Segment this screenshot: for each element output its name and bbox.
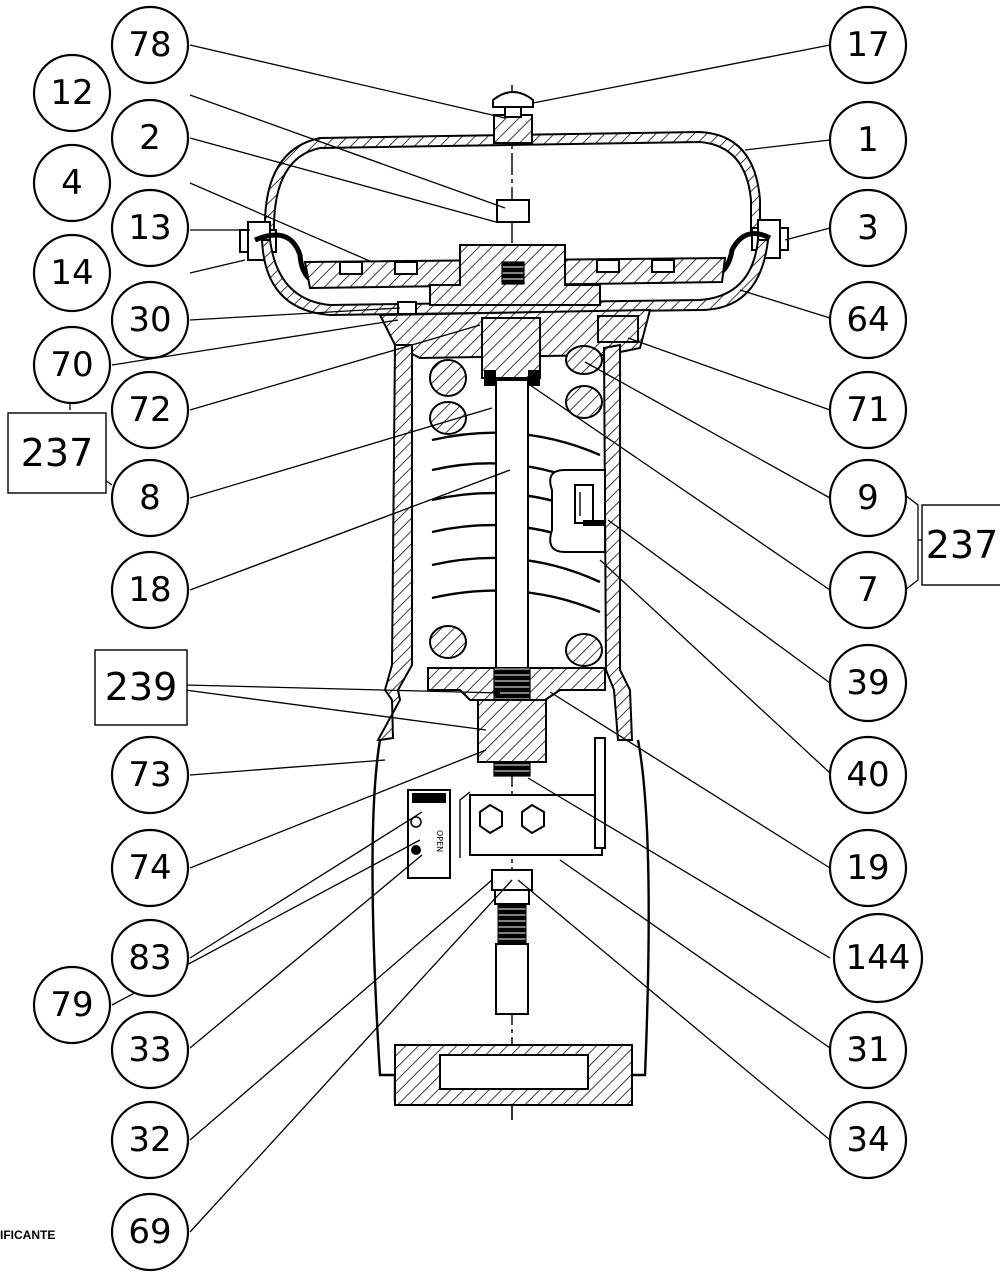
callout-4: 4: [32, 143, 112, 223]
svg-text:19: 19: [846, 848, 889, 888]
callout-19: 19: [828, 828, 908, 908]
callout-12: 12: [32, 53, 112, 133]
svg-text:39: 39: [846, 663, 889, 703]
svg-text:18: 18: [128, 570, 171, 610]
svg-text:7: 7: [857, 570, 879, 610]
svg-text:14: 14: [50, 253, 93, 293]
svg-text:72: 72: [128, 390, 171, 430]
svg-text:30: 30: [128, 300, 171, 340]
callout-71: 71: [828, 370, 908, 450]
box-239: 239: [94, 649, 188, 726]
callout-9: 9: [828, 458, 908, 538]
leader-lines: [69, 44, 925, 1233]
svg-text:71: 71: [846, 390, 889, 430]
svg-text:3: 3: [857, 208, 879, 248]
svg-text:17: 17: [846, 25, 889, 65]
svg-text:2: 2: [139, 118, 161, 158]
callout-34: 34: [828, 1100, 908, 1180]
callout-74: 74: [110, 828, 190, 908]
svg-text:83: 83: [128, 938, 171, 978]
svg-text:4: 4: [61, 163, 83, 203]
callout-2: 2: [110, 98, 190, 178]
svg-text:237: 237: [926, 523, 999, 567]
svg-text:69: 69: [128, 1212, 171, 1252]
svg-text:79: 79: [50, 985, 93, 1025]
boxed-labels: 237 237 239: [7, 412, 1000, 726]
callout-13: 13: [110, 188, 190, 268]
svg-text:34: 34: [846, 1120, 889, 1160]
svg-text:70: 70: [50, 345, 93, 385]
callout-18: 18: [110, 550, 190, 630]
svg-text:144: 144: [846, 938, 911, 978]
callout-73: 73: [110, 735, 190, 815]
svg-text:33: 33: [128, 1030, 171, 1070]
callout-30: 30: [110, 280, 190, 360]
box-237-left: 237: [7, 412, 107, 494]
callout-39: 39: [828, 643, 908, 723]
callout-1: 1: [828, 100, 908, 180]
svg-text:64: 64: [846, 300, 889, 340]
svg-text:13: 13: [128, 208, 171, 248]
svg-text:239: 239: [105, 665, 178, 709]
footer-label: IFICANTE: [0, 1228, 56, 1242]
svg-text:1: 1: [857, 120, 879, 160]
callout-17: 17: [828, 5, 908, 85]
callout-7: 7: [828, 550, 908, 630]
callout-8: 8: [110, 458, 190, 538]
svg-text:40: 40: [846, 755, 889, 795]
actuator-drawing: OPEN: [239, 85, 789, 1120]
svg-text:32: 32: [128, 1120, 171, 1160]
svg-text:74: 74: [128, 848, 171, 888]
scale-open-text: OPEN: [435, 830, 444, 852]
callout-70: 70: [32, 325, 112, 405]
svg-text:9: 9: [857, 478, 879, 518]
callout-83: 83: [110, 918, 190, 998]
callout-40: 40: [828, 735, 908, 815]
svg-text:237: 237: [21, 431, 94, 475]
box-237-right: 237: [921, 504, 1000, 586]
svg-text:31: 31: [846, 1030, 889, 1070]
callout-32: 32: [110, 1100, 190, 1180]
callout-bubbles: 78 12 2 4 13 14 30 70 72 8 18 73 74 83 7…: [32, 5, 924, 1272]
callout-31: 31: [828, 1010, 908, 1090]
svg-text:12: 12: [50, 73, 93, 113]
callout-3: 3: [828, 188, 908, 268]
callout-79: 79: [32, 965, 112, 1045]
callout-72: 72: [110, 370, 190, 450]
callout-33: 33: [110, 1010, 190, 1090]
callout-144: 144: [832, 912, 924, 1004]
callout-78: 78: [110, 5, 190, 85]
svg-text:8: 8: [139, 478, 161, 518]
callout-69: 69: [110, 1192, 190, 1272]
callout-64: 64: [828, 280, 908, 360]
svg-text:73: 73: [128, 755, 171, 795]
svg-text:78: 78: [128, 25, 171, 65]
callout-14: 14: [32, 233, 112, 313]
